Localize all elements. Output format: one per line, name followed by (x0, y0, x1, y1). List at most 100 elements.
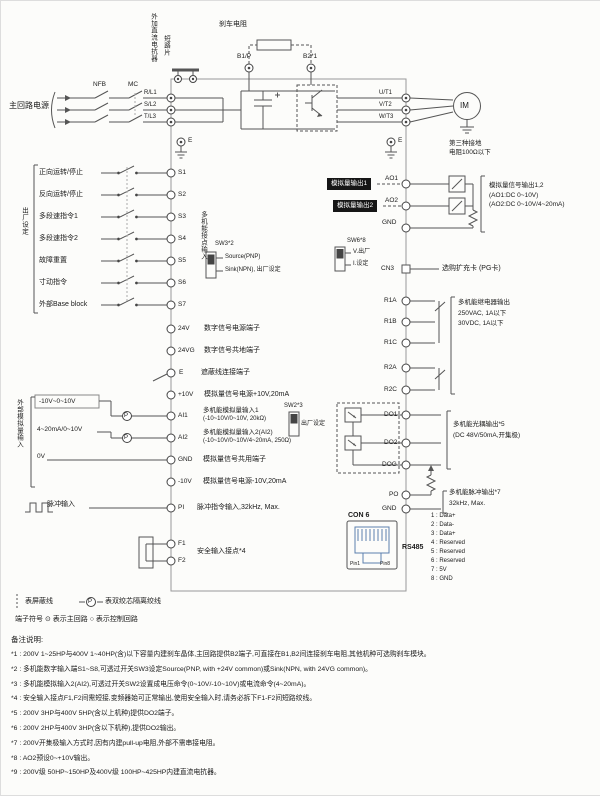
relay-contact-icons (434, 301, 446, 390)
aout-desc-1: 模拟量信号输出1,2 (489, 182, 544, 189)
sw6-switch-icon (334, 246, 346, 272)
dc-reactor-label: 外加直流电抗器 (149, 13, 157, 62)
terminal-pognd: GND (382, 505, 397, 512)
rj45-connector-icon (354, 526, 390, 564)
digital-input-label-3: 多段速指令1 (39, 213, 78, 220)
terminal-r2c: R2C (384, 386, 398, 393)
note-2: *2 : 多机能数字输入端S1~S8,可透过开关SW3设定Source(PNP,… (11, 665, 372, 673)
sw6-label: SW6*8 (347, 238, 366, 244)
terminal-agnd-desc: 模拟量信号共用端子 (203, 456, 266, 463)
relay-spec-2: 30VDC, 1A以下 (458, 320, 504, 327)
terminal-e-right-label: E (398, 137, 403, 144)
analog-source-3: 0V (37, 453, 45, 460)
legend-terminal-symbols: 端子符号 ⊙ 表示主回路 ○ 表示控制回路 (15, 616, 138, 623)
safety-jumper-icon (138, 536, 154, 569)
terminal-e-shield: E (179, 369, 184, 376)
capacitor-icon (254, 91, 280, 129)
terminal-r-label: R/L1 (144, 90, 157, 96)
multi-function-input-label: 多机能接点输入 (199, 211, 207, 260)
pulse-wave-icon (25, 502, 53, 513)
sw6-v-label: V.出厂 (353, 249, 371, 255)
opto-spec: (DC 48V/50mA,开集极) (453, 432, 521, 439)
terminal-dog: DOG (382, 461, 397, 468)
rs485-label: RS485 (402, 544, 424, 551)
terminal-s6: S6 (178, 279, 186, 286)
terminal-ai2-desc: 多机能模拟量输入2(AI2) (203, 429, 273, 436)
terminal-s5: S5 (178, 257, 186, 264)
con6-pin-row-2: 2 : Data- (431, 522, 455, 528)
analog-group-label: 外部模拟量输入 (15, 399, 23, 448)
optocoupler-icon-2 (344, 435, 362, 451)
con6-label: CON 6 (348, 512, 370, 519)
pout-spec: 32kHz, Max. (449, 500, 486, 507)
terminal-b1p-label: B1/P (237, 53, 252, 60)
terminal-24v: 24V (178, 325, 190, 332)
con6-pin-row-7: 7 : 5V (431, 567, 447, 573)
legend-twisted-pair-marker: P (88, 599, 93, 605)
terminal-aognd: GND (382, 219, 397, 226)
terminal-do2: DO2 (384, 439, 398, 446)
sw2-label: SW2*3 (284, 403, 303, 409)
digital-input-label-7: 外部Base block (39, 301, 88, 308)
con6-pin-row-5: 5 : Reserved (431, 549, 466, 555)
main-unit-box (170, 78, 407, 592)
mc-label: MC (128, 81, 139, 88)
terminal-s3: S3 (178, 213, 186, 220)
terminal-24vg-desc: 数字信号共地端子 (204, 347, 260, 354)
digital-input-label-5: 故障重置 (39, 257, 67, 264)
legend-shield-label: 表屏蔽线 (25, 598, 53, 605)
terminal-u-label: U/T1 (379, 90, 393, 96)
terminal-s1: S1 (178, 169, 186, 176)
motor-ground-icon (460, 119, 474, 134)
nfb-label: NFB (93, 81, 106, 88)
terminal-r1c: R1C (384, 339, 398, 346)
terminal-s7: S7 (178, 301, 186, 308)
note-4: *4 : 安全输入接点F1,F2间需短接,变频器始可正常输出,使用安全输入时,请… (11, 695, 317, 703)
igbt-icon (305, 89, 323, 117)
cn3-desc: 选购扩充卡 (PG卡) (442, 265, 501, 272)
terminal-ai2-spec: (-10~10V/0~10V/4~20mA, 250Ω) (203, 438, 292, 444)
aout-desc-2: (AO1:DC 0~10V) (489, 192, 539, 199)
brake-resistor-icon (256, 39, 292, 51)
ground-note-2: 电阻100Ω以下 (449, 149, 491, 156)
terminal-f2: F2 (178, 557, 186, 564)
terminal-agnd: GND (178, 456, 193, 463)
terminal-ao1: AO1 (385, 175, 399, 182)
sw3-sink-label: Sink(NPN), 出厂设定 (225, 267, 281, 273)
optocoupler-icon-1 (344, 407, 362, 423)
note-3: *3 : 多机能模拟输入2(AI2),可透过开关SW2设置成电压命令(0~10V… (11, 680, 311, 688)
terminal-t-label: T/L3 (144, 114, 157, 120)
ground-icon-left (175, 146, 187, 159)
terminal-ai1: AI1 (178, 412, 188, 419)
notes-heading: 备注说明: (11, 635, 44, 644)
terminal-w-label: W/T3 (379, 114, 394, 120)
note-9: *9 : 200V级 50HP~150HP及400V级 100HP~425HP内… (11, 769, 221, 777)
con6-pin1-label: Pin1 (350, 561, 361, 567)
terminal-n10v: -10V (178, 478, 192, 485)
digital-input-label-1: 正向运转/停止 (39, 169, 83, 176)
terminal-24v-desc: 数字信号电源端子 (204, 325, 260, 332)
sw2-note: 出厂设定 (301, 421, 326, 427)
con6-box (346, 520, 398, 570)
terminal-ao2: AO2 (385, 197, 399, 204)
legend-twisted-label: 表双绞芯隔离绞线 (105, 598, 161, 605)
meter-icon-2 (448, 197, 466, 215)
con6-pin8-label: Pin8 (380, 561, 391, 567)
motor-label: IM (460, 101, 469, 110)
brake-resistor-label: 刹车电阻 (219, 21, 247, 28)
terminal-s2: S2 (178, 191, 186, 198)
cn3-terminal-icon (401, 264, 411, 274)
arrow-icons (65, 95, 434, 471)
terminal-b2-label: B2*1 (303, 53, 318, 60)
ground-icon-right (385, 146, 397, 159)
sw3-label: SW3*2 (215, 241, 234, 247)
digital-input-label-4: 多段速指令2 (39, 235, 78, 242)
terminal-s-label: S/L2 (144, 102, 157, 108)
terminal-f1: F1 (178, 540, 186, 547)
power-wires (57, 97, 167, 123)
terminal-r1a: R1A (384, 297, 397, 304)
sw2-switch-icon (288, 411, 300, 437)
terminal-pi: PI (178, 504, 185, 511)
note-8: *8 : AO2预设0~+10V输出。 (11, 754, 95, 762)
note-1: *1 : 200V 1~25HP与400V 1~40HP(含)以下容量内建刹车晶… (11, 651, 431, 658)
